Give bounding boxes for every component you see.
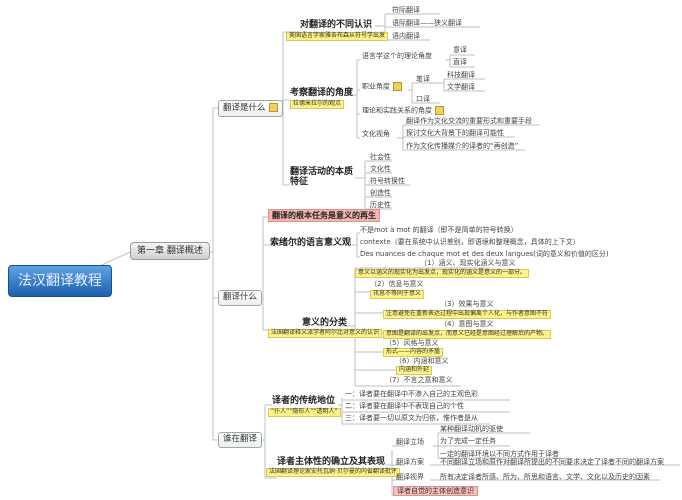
meaning-note: 注意避免在重新表达过程中出现偏离个人化，与作者意图不符 <box>383 310 552 319</box>
note-albir: 法国翻译释义派学者阿尔比对意义的认识 <box>268 329 383 338</box>
note-servant: “仆人”“隐形人”“透明人” <box>268 408 341 417</box>
culture-item[interactable]: 探讨文化大背景下的翻译可能性 <box>406 129 504 137</box>
label: 理论和实践关系的角度 <box>362 106 432 115</box>
culture-item[interactable]: 作为文化传播媒介的译者的“再创造” <box>406 142 519 150</box>
meaning-item[interactable]: （4）意图与意义 <box>440 320 494 328</box>
meaning-item[interactable]: （3）效果与意义 <box>440 300 494 308</box>
item-intralingual[interactable]: 语内翻译 <box>392 32 420 40</box>
branch-what-is-translation[interactable]: 翻译是什么 <box>218 100 283 117</box>
item-horizon[interactable]: 翻译视界 <box>396 473 424 481</box>
feature-item[interactable]: 历史性 <box>370 201 391 209</box>
item-literary-translation[interactable]: 文学翻译 <box>447 83 475 91</box>
branch-label: 翻译是什么 <box>223 103 266 113</box>
note-icon[interactable] <box>435 106 444 115</box>
node-creative-awareness[interactable]: 译者自觉的主体创造意识 <box>393 486 478 497</box>
meaning-item[interactable]: （2）信息与意义 <box>370 280 424 288</box>
node-essential-features[interactable]: 翻译活动的本质特征 <box>290 167 354 188</box>
horizon-text[interactable]: 所有决定译者所感、所为、所思和语言、文学、文化以及历史的因素 <box>440 473 650 481</box>
meaning-item[interactable]: （7）不言之意和意义 <box>385 376 453 384</box>
item-literal-translation[interactable]: 直译 <box>453 58 467 66</box>
node-perspectives[interactable]: 考察翻译的角度 <box>290 88 354 98</box>
meaning-item[interactable]: （6）内涵和意义 <box>395 357 449 365</box>
note-jakobson: 美国语言学家雅各布森从符号学出发 <box>286 32 389 41</box>
item-free-translation[interactable]: 意译 <box>453 46 467 54</box>
note-berman: 法国翻译理论家安托瓦纳·贝尔曼的内省翻译批评 <box>266 468 400 477</box>
item-theory-practice[interactable]: 理论和实践关系的角度 <box>362 106 444 115</box>
saussure-item[interactable]: contexte（要在系统中认识差别，即语境和整理概念，具体的上下文） <box>360 238 580 246</box>
meaning-note: 形式——内容的矛盾 <box>383 348 444 357</box>
meaning-item[interactable]: （1）涵义、现实化涵义与意义 <box>420 259 516 267</box>
chapter-node[interactable]: 第一章 翻译概述 <box>130 242 210 261</box>
note-ladmiral: 拉德米拉尔的观点 <box>290 100 345 109</box>
node-saussure[interactable]: 索绪尔的语言意义观 <box>270 238 352 248</box>
item-intersemiotic[interactable]: 符际翻译 <box>392 6 420 14</box>
item-written[interactable]: 笔译 <box>416 75 430 83</box>
feature-item[interactable]: 社会性 <box>370 153 391 161</box>
feature-item[interactable]: 创造性 <box>370 189 391 197</box>
meaning-item[interactable]: （5）风格与意义 <box>385 339 439 347</box>
item-interlingual[interactable]: 语际翻译——狭义翻译 <box>392 19 462 27</box>
plan-text[interactable]: 不同翻译立场和原作对翻译所提出的不同要求决定了译者不同的翻译方案 <box>440 458 664 466</box>
status-item[interactable]: 三：译者要一切以原文为归依，惟作者是从 <box>345 414 478 422</box>
label: 职业角度 <box>362 82 390 91</box>
note-icon[interactable] <box>393 82 402 91</box>
item-linguistic[interactable]: 语言学这个的理论角度 <box>362 52 432 60</box>
node-meaning-classification[interactable]: 意义的分类 <box>302 318 348 328</box>
meaning-note: 讯息不等同于意义 <box>370 290 425 299</box>
item-stance[interactable]: 翻译立场 <box>396 438 424 446</box>
saussure-item[interactable]: Des nuances de chaque mot et des deux la… <box>360 250 609 258</box>
saussure-item[interactable]: 不是mot à mot 的翻译（即不是简单的符号转换） <box>360 226 518 234</box>
stance-item[interactable]: 某种翻译动机的驱使 <box>440 425 503 433</box>
item-plan[interactable]: 翻译方案 <box>396 458 424 466</box>
node-fundamental-task[interactable]: 翻译的根本任务是意义的再生 <box>268 209 380 223</box>
node-traditional-status[interactable]: 译者的传统地位 <box>272 396 336 406</box>
feature-item[interactable]: 文化性 <box>370 165 391 173</box>
branch-what-to-translate[interactable]: 翻译什么 <box>218 290 263 306</box>
node-different-views[interactable]: 对翻译的不同认识 <box>300 20 373 30</box>
stance-item[interactable]: 为了完成一定任务 <box>440 437 496 445</box>
item-oral[interactable]: 口译 <box>416 95 430 103</box>
item-culture[interactable]: 文化视角 <box>362 130 390 138</box>
item-professional[interactable]: 职业角度 <box>362 82 402 91</box>
stance-item[interactable]: 一定的翻译环境以不同方式作用于译者 <box>440 450 559 458</box>
meaning-note: 意义以涵义的现实化为出发点，现实化的涵义是意义的一部分。 <box>355 269 530 278</box>
culture-item[interactable]: 翻译作为文化交流的重要形式和重要手段 <box>406 117 532 125</box>
note-icon[interactable] <box>268 103 278 112</box>
feature-item[interactable]: 符号转换性 <box>370 177 405 185</box>
item-tech-translation[interactable]: 科技翻译 <box>447 71 475 79</box>
status-item[interactable]: 二：译者要在翻译中不表现自己的个性 <box>345 402 464 410</box>
branch-who-translates[interactable]: 谁在翻译 <box>218 432 263 448</box>
meaning-note: 意图是翻译的出发点，而意义已经是意图经过理解后的产物。 <box>383 330 552 339</box>
node-subjectivity[interactable]: 译者主体性的确立及其表现 <box>277 457 386 467</box>
meaning-note: 内涵和外延 <box>396 366 433 375</box>
status-item[interactable]: 一：译者要在翻译中不渗入自己的主观色彩 <box>345 390 478 398</box>
root-node[interactable]: 法汉翻译教程 <box>8 265 112 297</box>
